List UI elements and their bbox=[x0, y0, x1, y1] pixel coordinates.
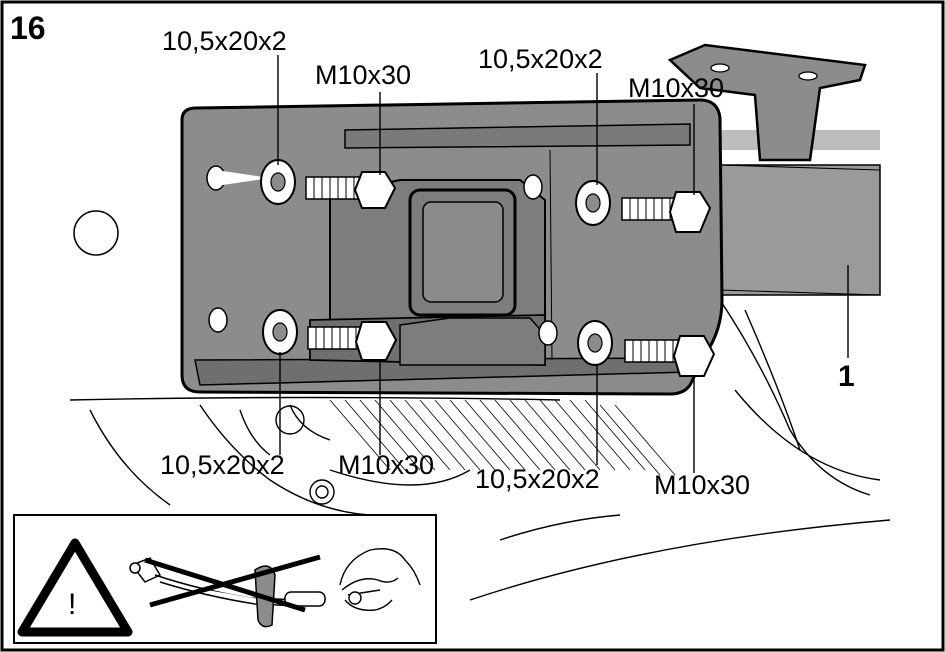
washer-top-right bbox=[575, 180, 611, 226]
warning-triangle-icon bbox=[17, 538, 133, 637]
callout-bolt-top-left: M10x30 bbox=[315, 60, 412, 90]
hardware bbox=[206, 159, 716, 377]
part-number-label: 1 bbox=[838, 360, 855, 393]
leader-lines bbox=[277, 55, 849, 473]
callout-washer-top-right: 10,5x20x2 bbox=[478, 44, 603, 74]
callout-bolt-top-right: M10x30 bbox=[628, 73, 725, 103]
vehicle-underbody-sketch bbox=[69, 299, 891, 601]
step-number: 16 bbox=[10, 10, 46, 46]
washer-bottom-right bbox=[577, 320, 613, 366]
callout-bolt-bottom-left: M10x30 bbox=[338, 450, 435, 480]
bolt-bottom-right bbox=[624, 335, 716, 377]
washer-bottom-left bbox=[262, 309, 298, 355]
bolt-top-right bbox=[621, 191, 712, 233]
callout-washer-bottom-left: 10,5x20x2 bbox=[160, 450, 285, 480]
crossed-out-icon bbox=[144, 554, 321, 613]
callout-washer-top-left: 10,5x20x2 bbox=[162, 26, 287, 56]
mounting-plate bbox=[180, 98, 724, 396]
hole-bottom-right bbox=[538, 320, 558, 346]
hole-bottom-left bbox=[208, 307, 228, 333]
shadow-hatching bbox=[329, 399, 676, 476]
top-bracket bbox=[667, 43, 867, 162]
frame-rail bbox=[704, 130, 881, 296]
bolt-top-left bbox=[305, 171, 397, 209]
body-hole bbox=[73, 210, 119, 256]
hole-top-right bbox=[523, 174, 543, 200]
washer-top-left bbox=[260, 159, 296, 205]
callout-bolt-bottom-right: M10x30 bbox=[654, 470, 751, 500]
warning-symbol: ! bbox=[68, 588, 77, 621]
callout-washer-bottom-right: 10,5x20x2 bbox=[475, 464, 600, 494]
hole-top-left bbox=[206, 165, 270, 191]
warning-panel bbox=[13, 514, 437, 644]
bolt-bottom-left bbox=[307, 321, 398, 361]
hand-tighten-icon bbox=[339, 548, 421, 611]
